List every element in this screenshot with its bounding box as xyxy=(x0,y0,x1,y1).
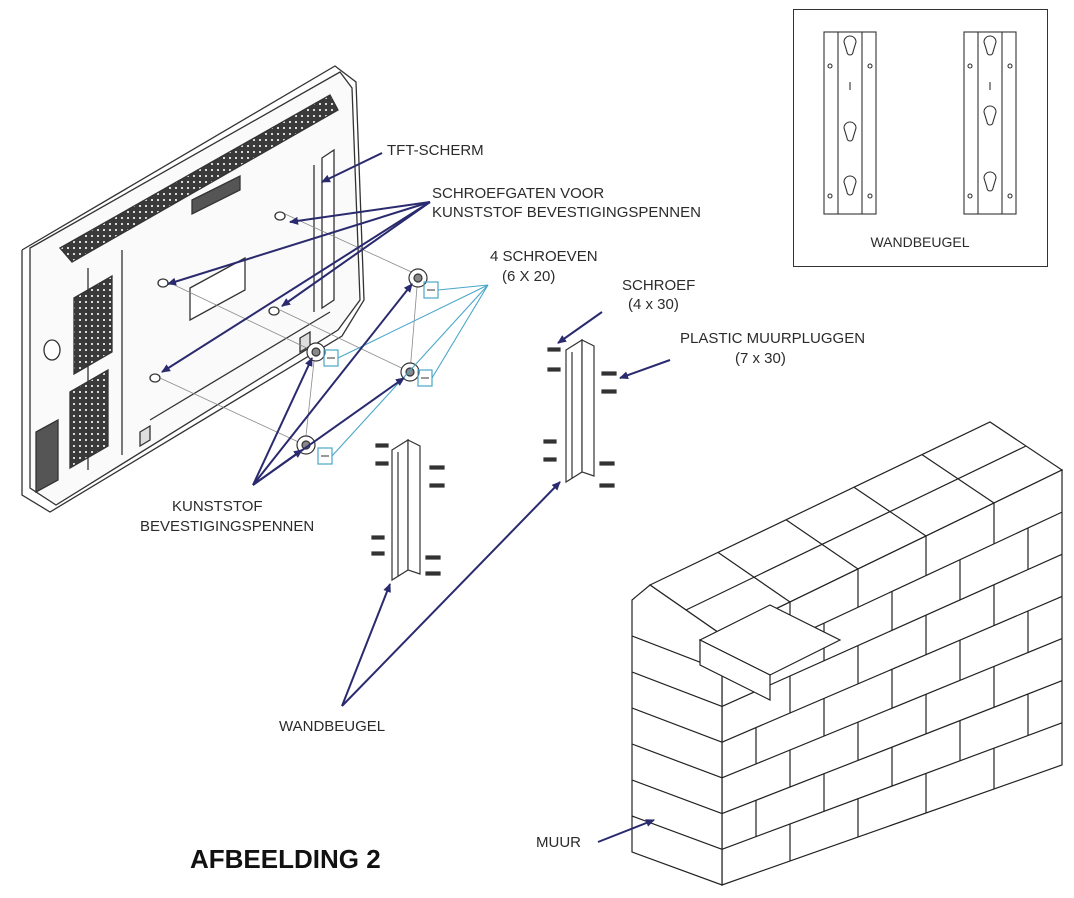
arrow-bracket xyxy=(341,583,391,707)
label-wall-plugs-line1: PLASTIC MUURPLUGGEN xyxy=(680,330,866,347)
figure-title: AFBEELDING 2 xyxy=(190,844,381,874)
label-wall-bracket: WANDBEUGEL xyxy=(279,718,386,735)
pin-hole xyxy=(274,211,286,221)
bracket-detail-left xyxy=(823,31,877,215)
brick-joint xyxy=(631,779,723,815)
arrow-pin xyxy=(252,357,313,486)
label-plastic-pins-line2: BEVESTIGINGSPENNEN xyxy=(140,518,315,535)
label-wall: MUUR xyxy=(536,834,581,851)
wall-bracket-right xyxy=(543,338,617,488)
plastic-pin xyxy=(408,268,428,288)
arrow-screw-hole xyxy=(167,201,431,286)
guide-lines xyxy=(159,213,419,446)
arrow-tft-screen xyxy=(321,152,383,183)
plastic-pin xyxy=(400,362,420,382)
brick-joint xyxy=(631,707,723,743)
inset-bracket-detail: WANDBEUGEL xyxy=(793,9,1048,267)
pin-hole xyxy=(149,373,161,383)
arrow-pin xyxy=(252,449,303,486)
label-plastic-pins-line1: KUNSTSTOF xyxy=(172,498,263,515)
top-grille xyxy=(58,94,339,263)
arrow-wall xyxy=(597,819,655,843)
label-tft-screen: TFT-SCHERM xyxy=(387,142,484,159)
connector-panel xyxy=(35,418,59,494)
label-screw-holes-line1: SCHROEFGATEN VOOR xyxy=(432,185,605,202)
label-screw-line1: SCHROEF xyxy=(622,277,696,294)
plastic-pins xyxy=(296,268,428,455)
arrow-screw-hole xyxy=(281,201,431,307)
rear-handle xyxy=(321,148,335,310)
side-grille-lower xyxy=(69,368,109,470)
wall-bracket-left xyxy=(371,438,445,582)
plastic-pin xyxy=(306,342,326,362)
vesa-plate xyxy=(189,256,246,322)
brick-wall xyxy=(631,421,1064,886)
arrow-wall-plug xyxy=(619,359,671,380)
label-wall-plugs-line2: (7 x 30) xyxy=(735,350,786,367)
brick-joint xyxy=(721,680,1063,815)
pin-hole xyxy=(268,306,280,316)
arrow-pin xyxy=(252,283,413,486)
bracket-detail-right xyxy=(963,31,1017,215)
inset-caption: WANDBEUGEL xyxy=(870,234,970,250)
arrow-screw-hole xyxy=(161,201,431,373)
screen-rim xyxy=(21,65,365,513)
label-four-screws-line2: (6 X 20) xyxy=(502,268,556,285)
arrow-bracket xyxy=(341,481,561,707)
wall-left xyxy=(631,584,723,886)
label-screw-holes-line2: KUNSTSTOF BEVESTIGINGSPENNEN xyxy=(432,204,701,221)
brick-joint xyxy=(685,445,1027,611)
brick-joint xyxy=(631,671,723,707)
side-grille-upper xyxy=(73,274,113,376)
brick-joint xyxy=(631,743,723,779)
navy-arrows xyxy=(161,152,671,843)
four-screws-leaders xyxy=(331,284,489,457)
inset-drawing xyxy=(823,31,1017,215)
tft-screen-back xyxy=(21,65,365,513)
label-four-screws-line1: 4 SCHROEVEN xyxy=(490,248,598,265)
logo-plate xyxy=(191,174,241,216)
pin-hole xyxy=(157,278,169,288)
brick-joint xyxy=(721,553,1063,707)
label-screw-line2: (4 x 30) xyxy=(628,296,679,313)
arrow-screw-hole xyxy=(289,201,431,225)
arrow-screw xyxy=(557,311,603,344)
